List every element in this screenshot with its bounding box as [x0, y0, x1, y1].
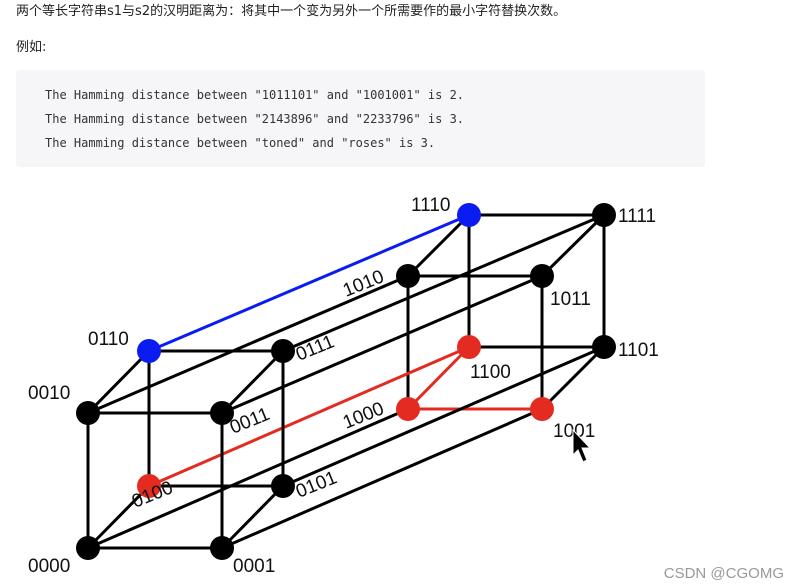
- code-line: The Hamming distance between "2143896" a…: [45, 112, 465, 126]
- nodes-layer: [76, 203, 616, 560]
- node-label-0110: 0110: [88, 329, 129, 350]
- node-0011: [210, 401, 234, 425]
- node-1111: [592, 203, 616, 227]
- node-1000: [396, 397, 420, 421]
- node-1001: [530, 397, 554, 421]
- node-0010: [76, 401, 100, 425]
- code-block: The Hamming distance between "1011101" a…: [16, 70, 705, 167]
- edge-1000-1100: [406, 345, 471, 411]
- edge-0001-0101: [220, 484, 285, 550]
- edge-0011-0111: [220, 349, 285, 415]
- edge-0010-0110: [86, 349, 151, 415]
- node-0001: [210, 536, 234, 560]
- edge-1010-0010: [87, 274, 409, 415]
- node-label-1111: 1111: [618, 206, 656, 227]
- node-label-1100: 1100: [470, 362, 511, 383]
- edge-1100-0100: [148, 345, 470, 488]
- node-1011: [530, 264, 554, 288]
- node-label-0001: 0001: [233, 556, 275, 577]
- edge-1110-0110: [148, 213, 470, 353]
- intro-text: 两个等长字符串s1与s2的汉明距离为：将其中一个变为另外一个所需要作的最小字符替…: [16, 4, 567, 19]
- node-0111: [271, 339, 295, 363]
- edge-1001-1101: [540, 345, 606, 411]
- edge-1101-0101: [282, 345, 605, 488]
- node-label-1101: 1101: [618, 340, 659, 361]
- code-line: The Hamming distance between "toned" and…: [45, 136, 436, 150]
- watermark: CSDN @CGOMG: [663, 565, 784, 582]
- edge-1011-1111: [540, 213, 606, 278]
- node-label-1011: 1011: [550, 289, 591, 310]
- edge-1111-0111: [282, 213, 605, 353]
- mouse-cursor-icon: [572, 428, 592, 463]
- labels-layer: 0000000100100011010001010110011110001001…: [28, 195, 659, 577]
- hamming-hypercube-diagram: 0000000100100011010001010110011110001001…: [28, 195, 659, 577]
- code-line: The Hamming distance between "1011101" a…: [45, 88, 465, 102]
- node-1101: [592, 335, 616, 359]
- node-0000: [76, 536, 100, 560]
- edge-1010-1110: [406, 213, 471, 278]
- node-1110: [457, 203, 481, 227]
- node-label-0101: 0101: [293, 467, 340, 502]
- edge-1000-0000: [87, 407, 409, 550]
- node-label-0000: 0000: [28, 556, 70, 577]
- node-0101: [271, 474, 295, 498]
- edge-1011-0011: [221, 274, 543, 415]
- node-label-0111: 0111: [293, 331, 337, 365]
- node-1010: [396, 264, 420, 288]
- node-label-0010: 0010: [28, 383, 70, 404]
- edges-layer: [86, 213, 606, 550]
- node-1100: [457, 335, 481, 359]
- node-label-1110: 1110: [411, 195, 450, 216]
- node-0100: [137, 474, 161, 498]
- example-label: 例如:: [16, 40, 47, 55]
- node-0110: [137, 339, 161, 363]
- edge-1001-0001: [221, 407, 543, 550]
- node-label-0100: 0100: [129, 477, 176, 512]
- edge-0000-0100: [86, 484, 151, 550]
